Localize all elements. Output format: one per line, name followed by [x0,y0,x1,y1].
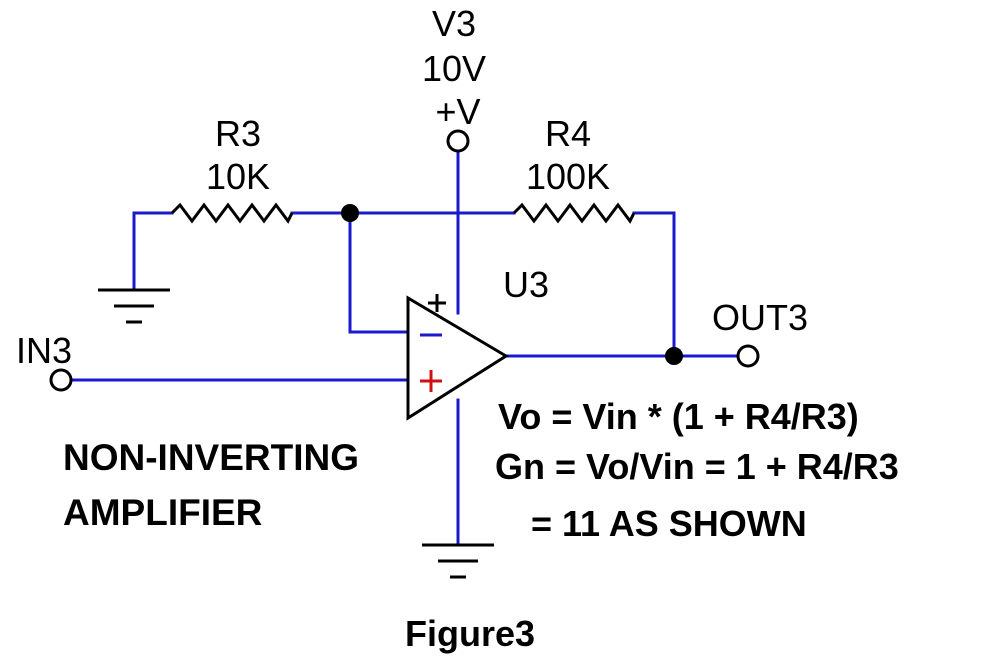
input-port-label: IN3 [16,330,72,371]
equation-line2: Gn = Vo/Vin = 1 + R4/R3 [495,446,899,487]
wire-feedback-to-inverting [348,211,410,334]
resistor-r3[interactable] [170,202,294,224]
r3-value-label: 10K [206,156,270,197]
supply-value-label: 10V [422,48,486,89]
opamp-supply-pin-sign [428,294,446,312]
junction-dot-feedback [341,204,359,222]
opamp-noninverting-pin-sign [420,370,442,392]
circuit-title-line1: NON-INVERTING [63,437,359,478]
wire-r4-to-output [632,211,676,358]
r3-ref-label: R3 [215,113,261,154]
ground-symbol-r3 [98,288,170,324]
r4-ref-label: R4 [545,113,591,154]
terminal-output[interactable] [736,344,760,368]
supply-ref-label: V3 [432,3,476,44]
ground-symbol-opamp [422,543,494,579]
circuit-title-line2: AMPLIFIER [63,492,262,533]
r4-value-label: 100K [526,156,610,197]
equation-line3: = 11 AS SHOWN [531,503,807,544]
resistor-r4[interactable] [512,202,636,224]
wire-ground-to-r3 [132,211,174,292]
opamp-u3[interactable] [406,295,509,421]
opamp-ref-label: U3 [503,264,549,305]
output-port-label: OUT3 [712,297,808,338]
supply-rail-label: +V [435,91,480,132]
figure-caption: Figure3 [405,613,535,654]
terminal-supply[interactable] [446,129,470,153]
equation-line1: Vo = Vin * (1 + R4/R3) [498,396,859,437]
terminal-input[interactable] [49,368,73,392]
junction-dot-output [665,347,683,365]
